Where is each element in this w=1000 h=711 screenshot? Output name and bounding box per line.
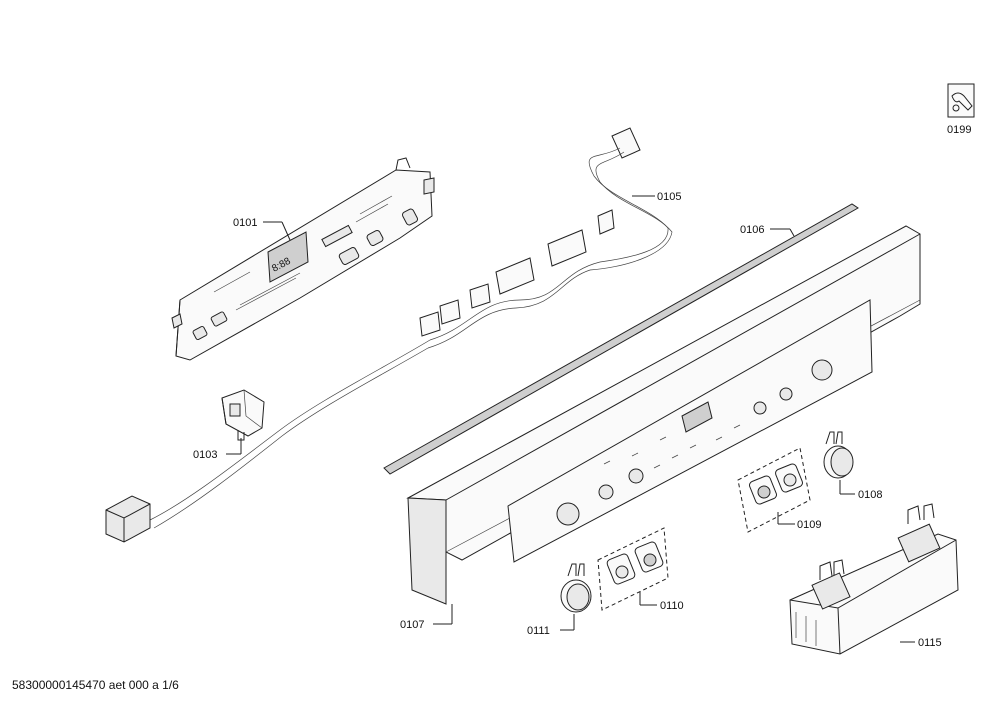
sensor-bracket: [221, 389, 265, 441]
seal-strip: [383, 203, 859, 475]
label-0110: 0110: [660, 600, 684, 612]
button-group-0109: [737, 447, 811, 533]
label-0111: 0111: [527, 625, 550, 637]
label-0115: 0115: [918, 637, 942, 649]
drawing-reference: 58300000145470 aet 000 a 1/6: [12, 678, 179, 692]
housing-bracket: [789, 503, 959, 655]
wiring-harness: [105, 127, 673, 543]
label-0109: 0109: [797, 519, 821, 531]
label-0199: 0199: [947, 124, 971, 136]
label-0108: 0108: [858, 489, 882, 501]
label-0101: 0101: [233, 217, 257, 229]
label-0107: 0107: [400, 619, 424, 631]
wrench-icon: [947, 83, 975, 118]
label-0105: 0105: [657, 191, 681, 203]
button-group-0110: [597, 527, 669, 611]
control-panel-fascia: [406, 225, 921, 605]
electronic-module: 8:88: [171, 157, 435, 361]
label-0103: 0103: [193, 449, 217, 461]
label-0106: 0106: [740, 224, 764, 236]
knob-0111: [560, 563, 592, 613]
knob-0108: [823, 431, 854, 479]
